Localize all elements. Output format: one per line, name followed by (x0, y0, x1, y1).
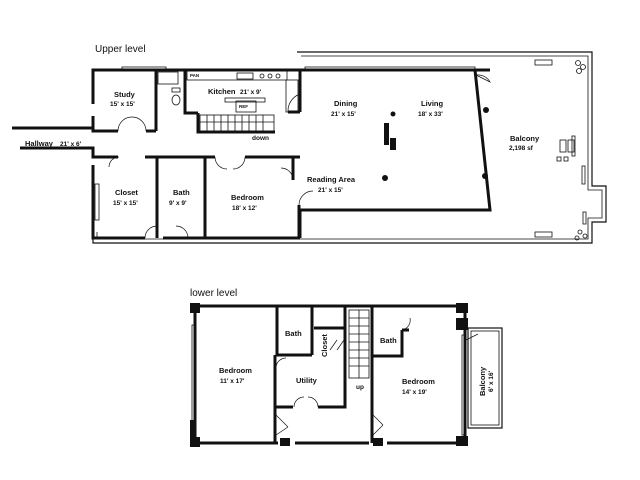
lower-walls (193, 304, 467, 445)
balcony-dims: 2,198 sf (509, 145, 534, 152)
upper-level-label: Upper level (95, 44, 146, 55)
reading-name: Reading Area (307, 175, 356, 184)
stairs-down-label: down (252, 135, 269, 142)
kitchen-dims: 21' x 9' (240, 89, 262, 96)
bedroom-name: Bedroom (231, 193, 264, 202)
bath-dims: 9' x 9' (169, 200, 187, 207)
lower-bath-right-name: Bath (380, 336, 397, 345)
lower-balcony-dims: 6' x 16' (488, 370, 495, 392)
living-name: Living (421, 99, 444, 108)
lower-bath-left-name: Bath (285, 329, 302, 338)
upper-stairs (199, 114, 275, 132)
lower-balcony-name: Balcony (478, 366, 487, 396)
balcony-furniture (534, 59, 588, 241)
stairs-up-label: up (356, 384, 364, 391)
lower-utility-name: Utility (296, 376, 318, 385)
living-dims: 18' x 33' (418, 111, 443, 118)
lower-balcony (467, 327, 503, 429)
fridge-label: REF (239, 104, 248, 109)
lower-columns (190, 303, 468, 447)
hallway-name: Hallway (25, 139, 54, 148)
lower-windows (191, 324, 467, 436)
dining-name: Dining (334, 99, 358, 108)
reading-dims: 21' x 15' (318, 187, 343, 194)
dining-dims: 21' x 15' (331, 111, 356, 118)
study-dims: 15' x 15' (110, 101, 135, 108)
closet-dims: 15' x 15' (113, 200, 138, 207)
lower-bedroom-right-name: Bedroom (402, 377, 435, 386)
bedroom-dims: 18' x 12' (232, 205, 257, 212)
lower-stairs (348, 309, 370, 379)
kitchen-fixtures (186, 69, 299, 113)
upper-windows (94, 66, 476, 221)
kitchen-name: Kitchen (208, 87, 236, 96)
lower-bedroom-left-name: Bedroom (219, 366, 252, 375)
lower-bedroom-right-dims: 14' x 19' (402, 389, 427, 396)
study-name: Study (114, 90, 136, 99)
lower-closet-name: Closet (320, 334, 329, 357)
lower-level-label: lower level (190, 288, 237, 299)
lower-doors (275, 317, 479, 436)
pantry-label: PAN (190, 73, 199, 78)
closet-name: Closet (115, 188, 138, 197)
upper-doors (108, 74, 491, 239)
living-fixtures (382, 107, 489, 181)
study-bath-fixtures (157, 71, 181, 106)
bath-name: Bath (173, 188, 190, 197)
lower-bedroom-left-dims: 11' x 17' (220, 378, 245, 385)
hallway-dims: 21' x 6' (60, 141, 82, 148)
balcony-name: Balcony (510, 134, 540, 143)
